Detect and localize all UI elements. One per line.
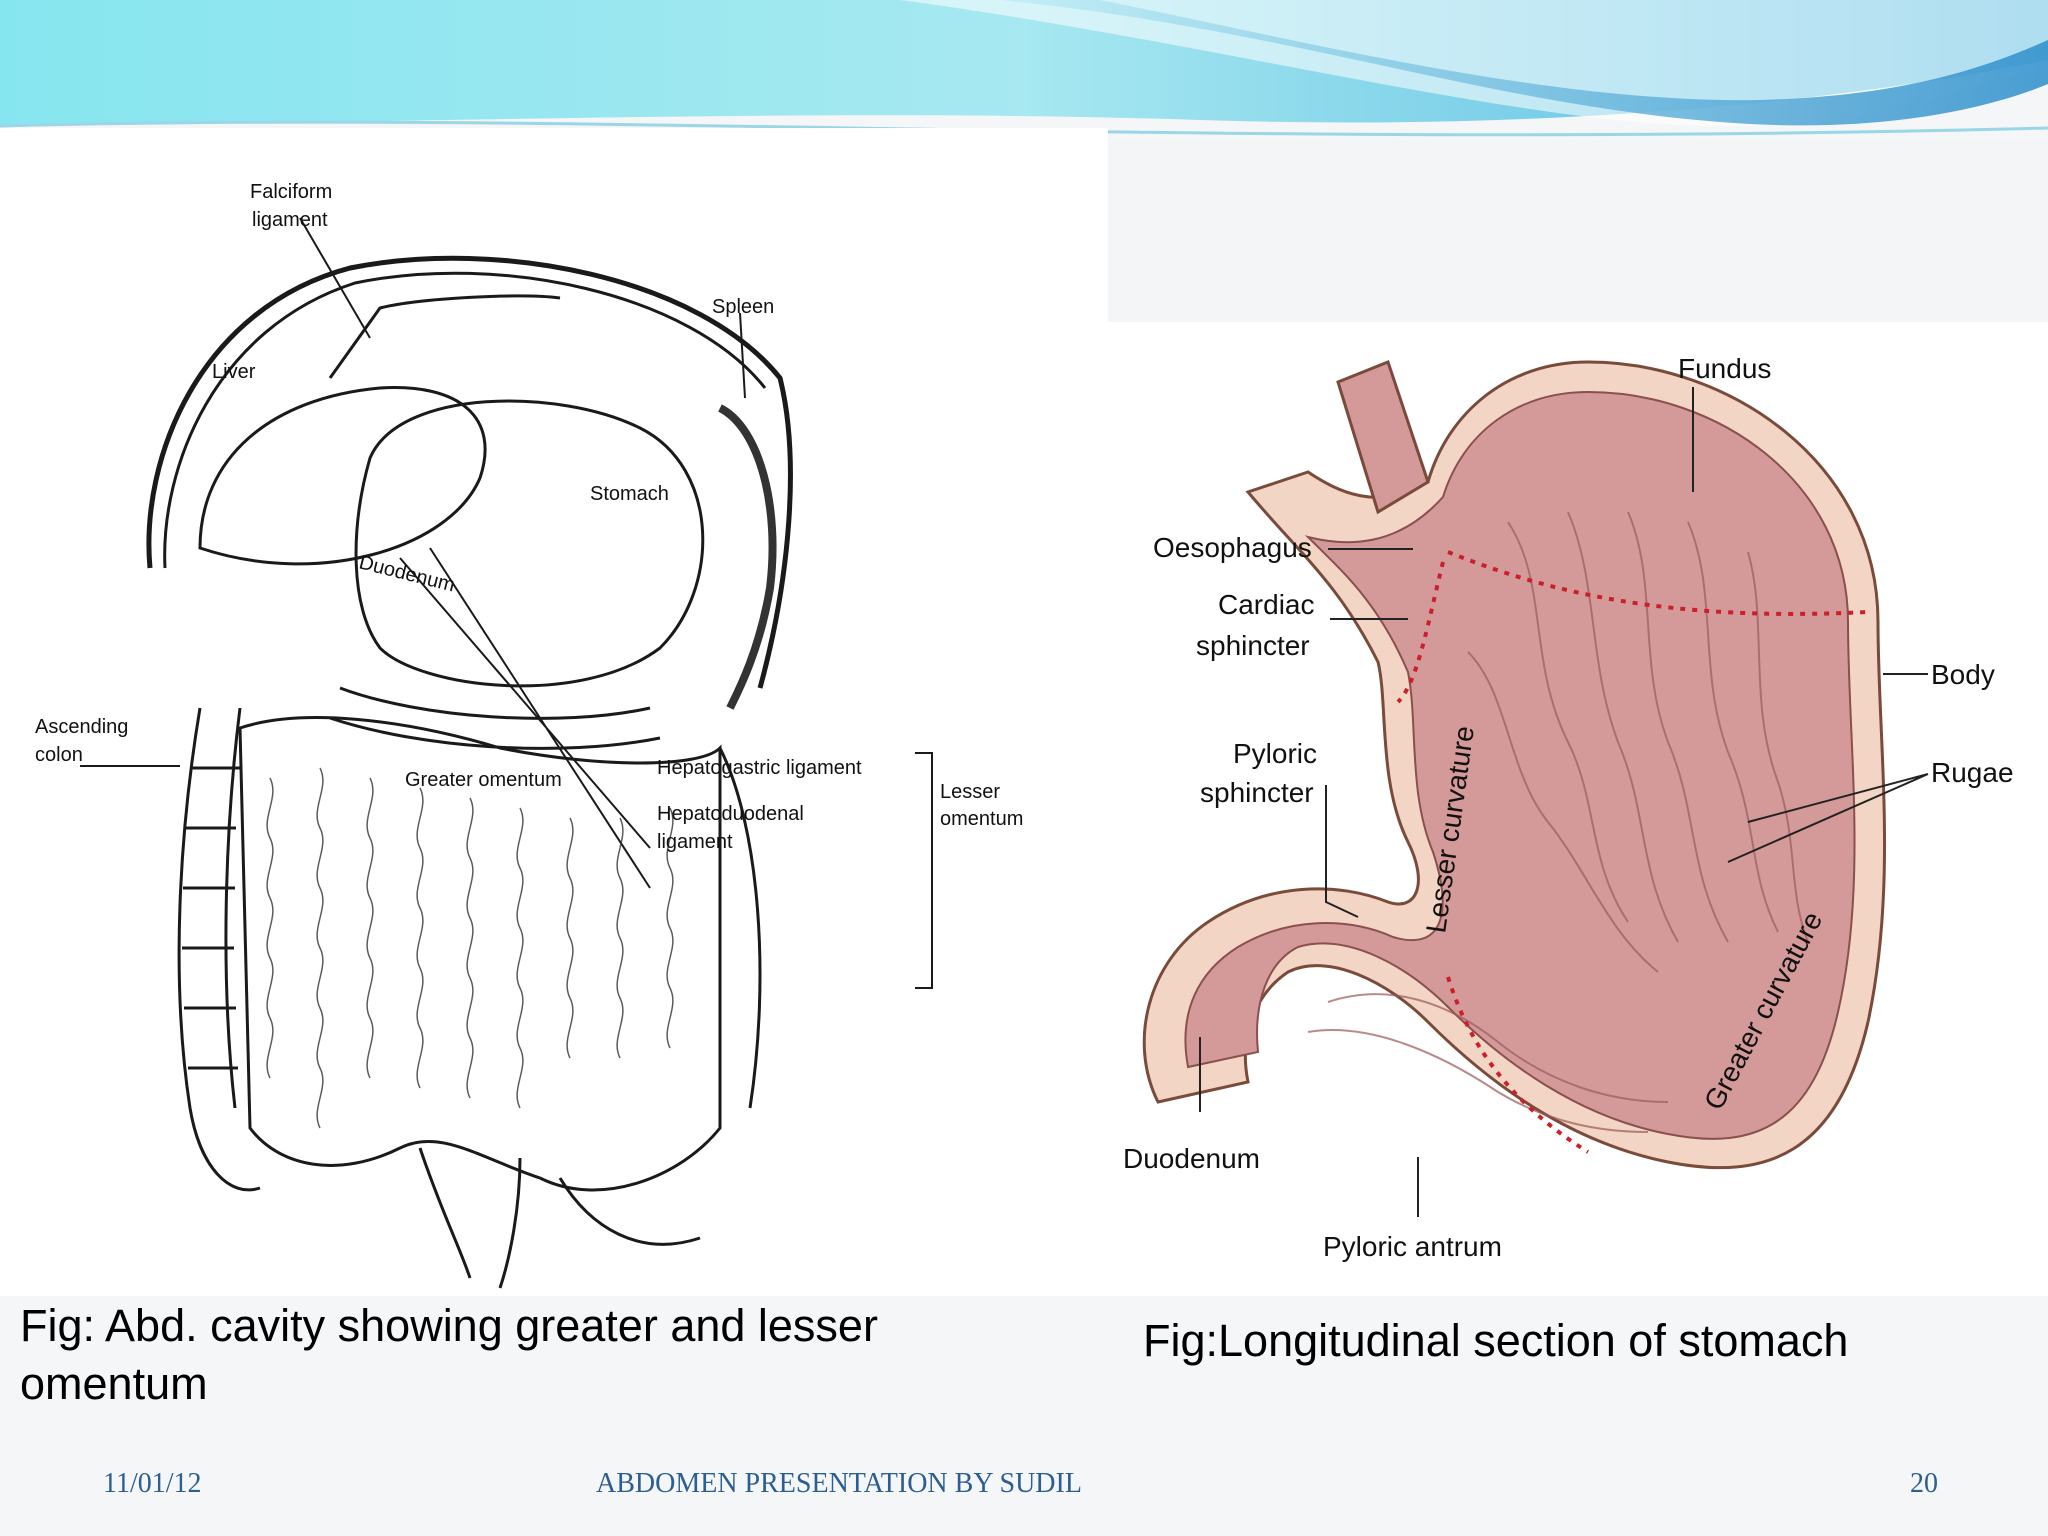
label-ascending-2: colon [35, 744, 83, 766]
label-lesser-2: omentum [940, 808, 1023, 830]
footer-title: ABDOMEN PRESENTATION BY SUDIL [596, 1468, 1082, 1499]
label-falciform-2: ligament [252, 209, 328, 231]
greater-omentum-outline [238, 716, 722, 1192]
stomach-section-drawing: Fundus Oesophagus Cardiac sphincter Body… [1123, 353, 2014, 1262]
label-lesser-1: Lesser [940, 781, 1000, 803]
abdominal-wall-outline [146, 255, 793, 689]
header-wave [0, 0, 2048, 150]
label-fundus: Fundus [1678, 353, 1771, 384]
oesophagus-tube [1336, 360, 1430, 515]
label-pyloric-antrum: Pyloric antrum [1323, 1231, 1502, 1262]
region-dotted-lines [1396, 550, 1869, 1154]
abdominal-cavity-figure: Falciform ligament Spleen Liver Stomach … [0, 128, 1108, 1296]
label-duodenum: Duodenum [1123, 1143, 1260, 1174]
label-oesophagus: Oesophagus [1153, 532, 1312, 563]
label-pyloric-sphincter-2: sphincter [1200, 777, 1314, 808]
label-cardiac-2: sphincter [1196, 630, 1310, 661]
label-hepatoduodenal-2: ligament [657, 831, 733, 853]
stomach-mucosa [1184, 390, 1856, 1140]
liver-outline [198, 386, 487, 566]
label-rugae: Rugae [1931, 757, 2014, 788]
ascending-colon-outline [177, 707, 261, 1192]
label-cardiac-1: Cardiac [1218, 589, 1314, 620]
abdominal-cavity-drawing: Falciform ligament Spleen Liver Stomach … [35, 181, 1023, 1289]
caption-right: Fig:Longitudinal section of stomach [1143, 1315, 1849, 1366]
stomach-outline [354, 399, 705, 688]
label-greater-omentum: Greater omentum [405, 769, 562, 791]
label-body: Body [1931, 659, 1995, 690]
caption-left: Fig: Abd. cavity showing greater and les… [20, 1300, 878, 1409]
label-liver: Liver [212, 361, 256, 383]
footer-date: 11/01/12 [103, 1468, 202, 1499]
label-hepatogastric: Hepatogastric ligament [657, 757, 862, 779]
label-falciform-1: Falciform [250, 181, 332, 203]
rugae-folds [1307, 511, 1809, 1133]
label-hepatoduodenal-1: Hepatoduodenal [657, 803, 804, 825]
label-duodenum: Duodenum [357, 552, 457, 597]
stomach-section-figure: Fundus Oesophagus Cardiac sphincter Body… [1108, 322, 2048, 1296]
page-number: 20 [1910, 1468, 1938, 1499]
label-pyloric-sphincter-1: Pyloric [1233, 738, 1317, 769]
label-stomach: Stomach [590, 483, 669, 505]
label-spleen: Spleen [712, 296, 774, 318]
label-ascending-1: Ascending [35, 716, 128, 738]
slide-background-panel [1108, 140, 2048, 322]
